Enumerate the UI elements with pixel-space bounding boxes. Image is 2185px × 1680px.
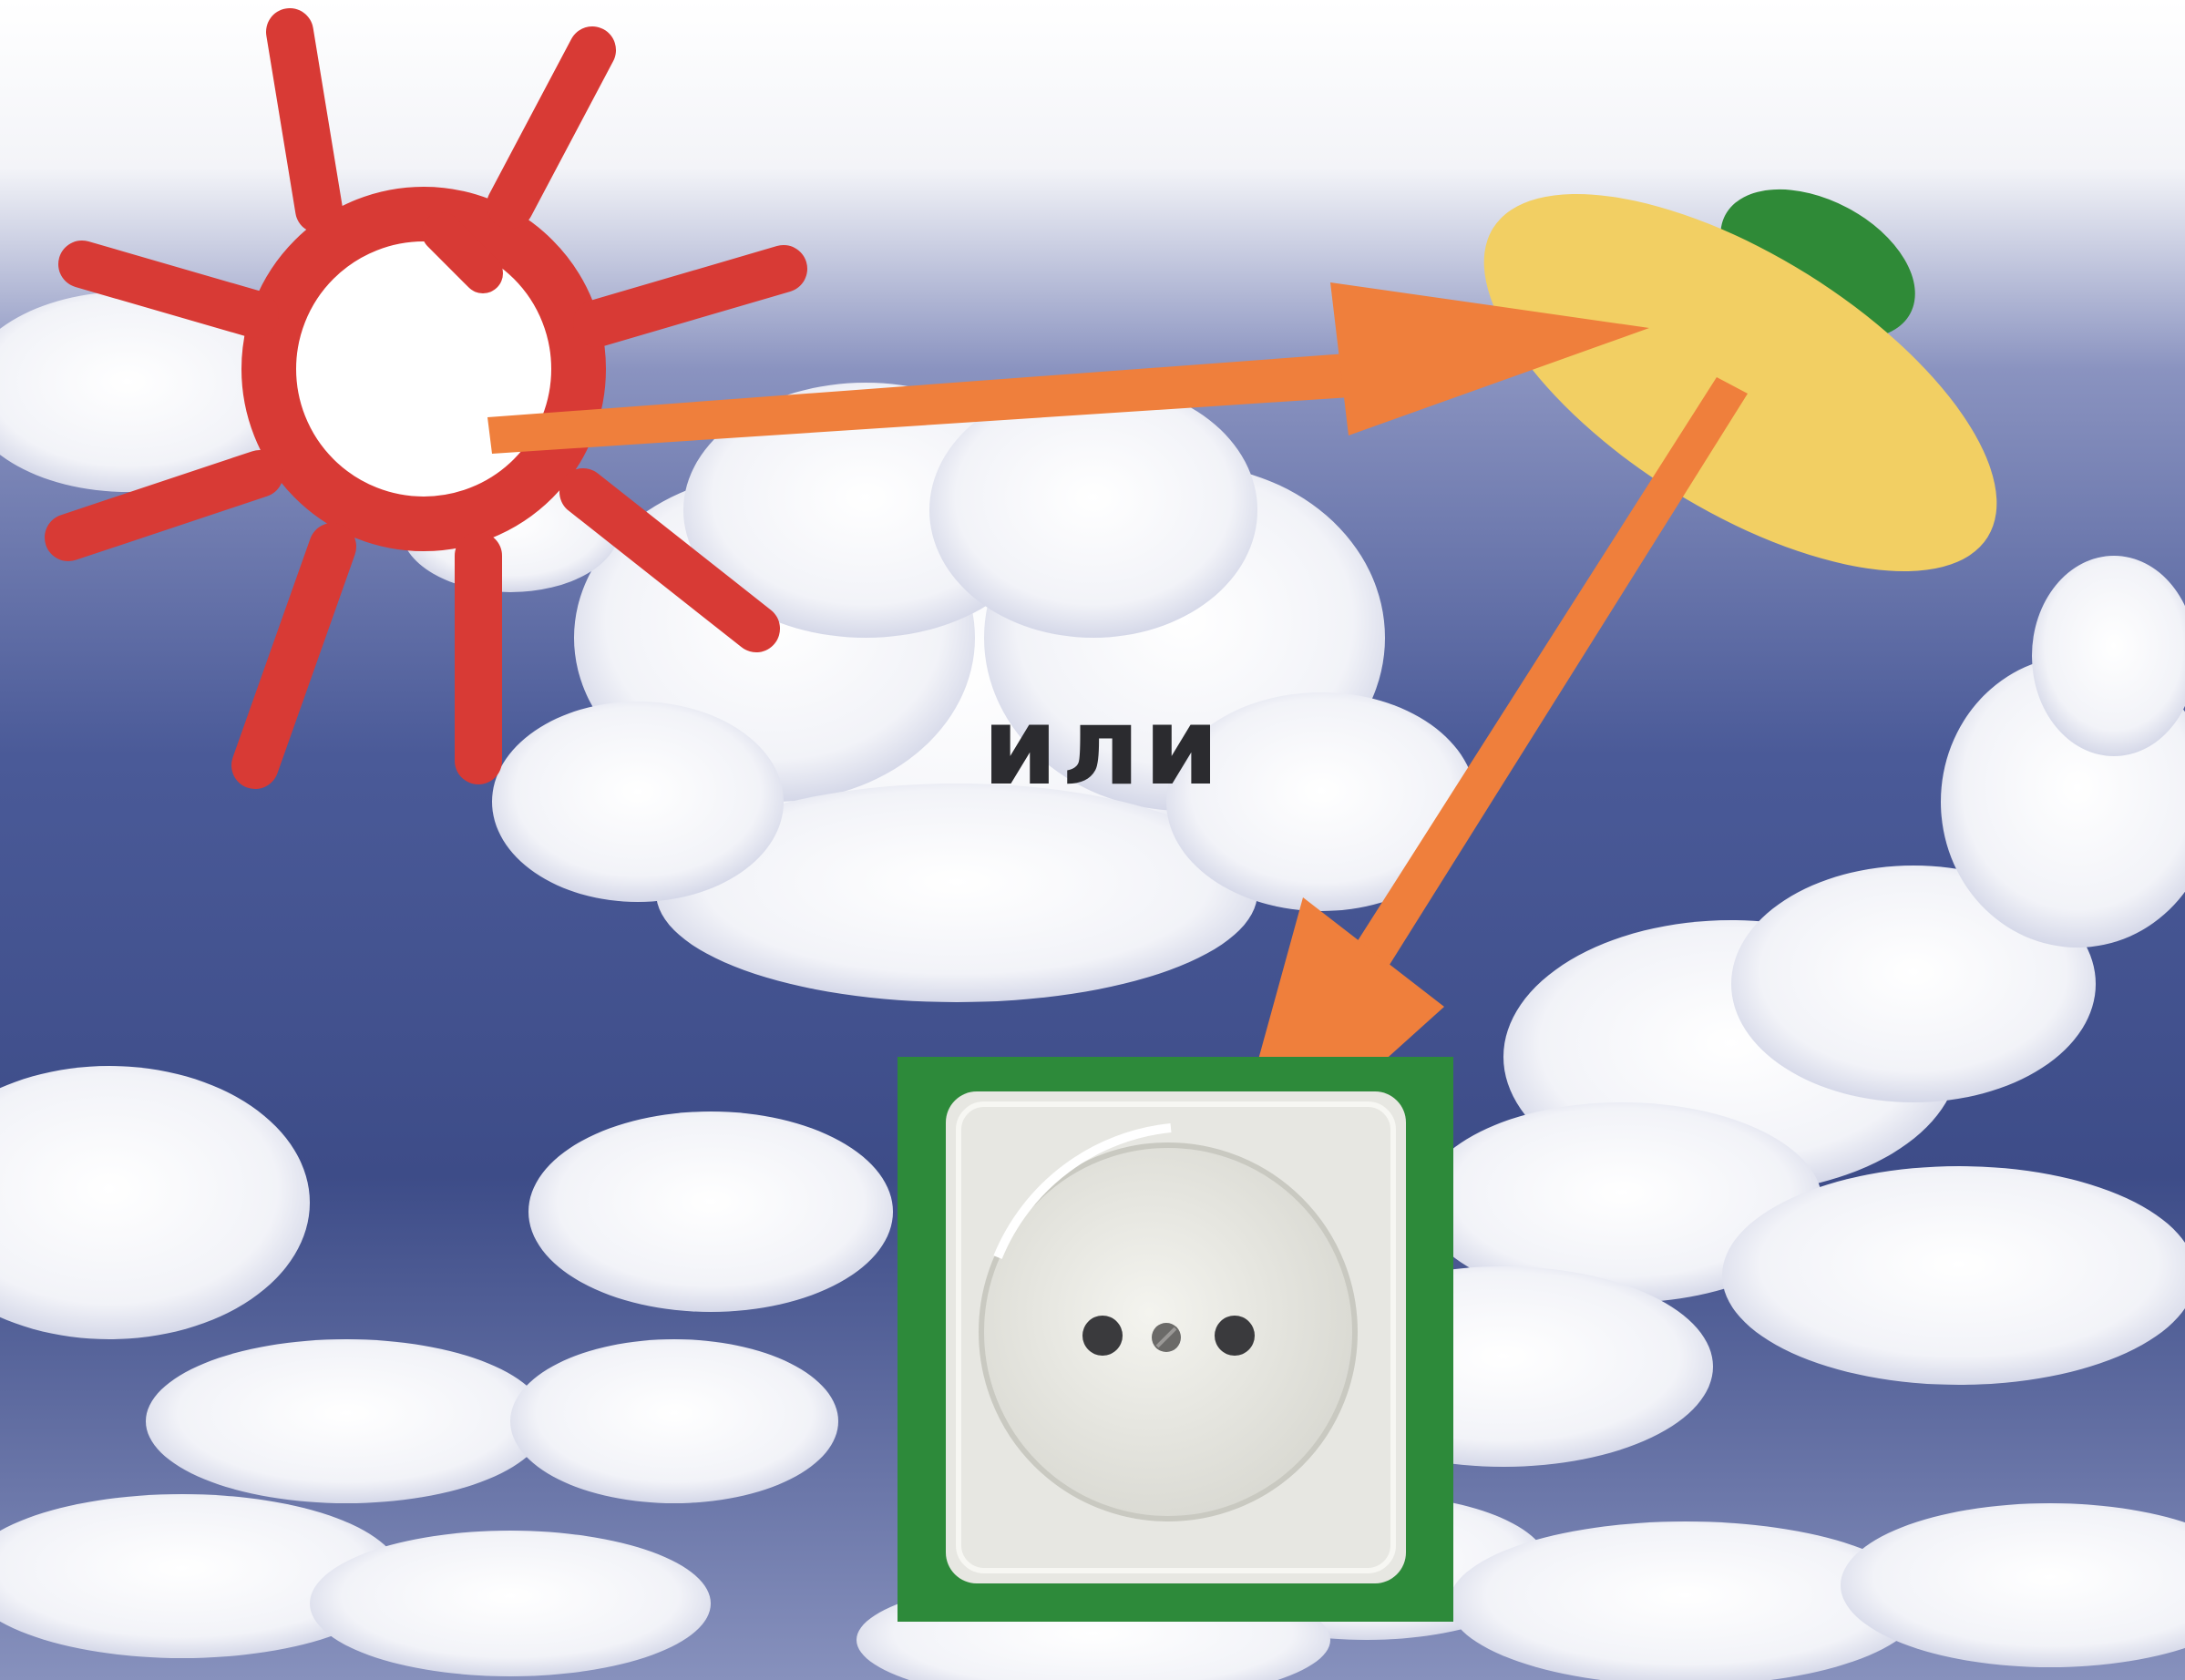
outlet-hole-left [1082, 1316, 1123, 1356]
or-label: или [939, 692, 1267, 800]
power-outlet-icon [898, 1057, 1453, 1622]
outlet-hole-right [1215, 1316, 1255, 1356]
